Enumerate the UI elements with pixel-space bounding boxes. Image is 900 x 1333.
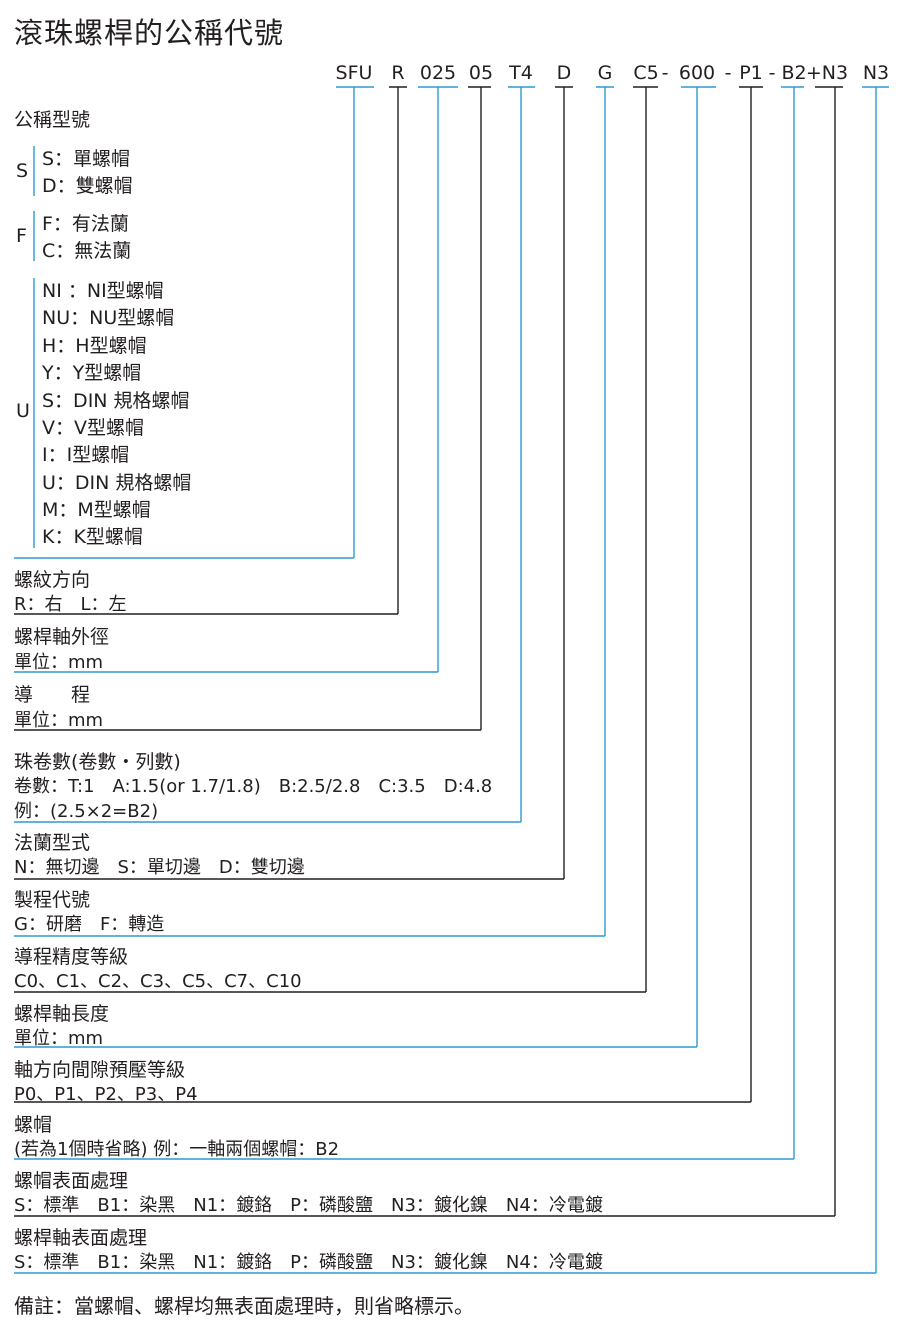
code-part-shaft-length: 600	[678, 62, 716, 84]
section-shaft-diameter-line: 單位：mm	[14, 652, 104, 673]
section-lead-header: 導 程	[14, 684, 91, 706]
section-process-header: 製程代號	[14, 889, 91, 911]
section-lead-line: 單位：mm	[14, 710, 104, 731]
section-ball-turns-example: 例：(2.5×2=B2)	[14, 801, 159, 822]
footnote: 備註：當螺帽、螺桿均無表面處理時，則省略標示。	[14, 1294, 474, 1318]
code-part-process: G	[597, 62, 613, 84]
group-letter-u: U	[16, 400, 30, 422]
code-part-shaft-diameter: 025	[419, 62, 457, 84]
section-nut-count-line: (若為1個時省略) 例：一軸兩個螺帽：B2	[14, 1139, 340, 1160]
section-accuracy-line: C0、C1、C2、C3、C5、C7、C10	[14, 971, 302, 992]
option-nut-type: NU：NU型螺帽	[42, 307, 175, 329]
section-shaft-length-line: 單位：mm	[14, 1028, 104, 1049]
code-part-lead: 05	[468, 62, 494, 84]
option-single-nut: S：單螺帽	[42, 148, 131, 170]
option-nut-type: S：DIN 規格螺帽	[42, 390, 190, 412]
code-part-thread-direction: R	[391, 62, 405, 84]
code-part-nut-count: B2	[781, 62, 807, 84]
option-nut-type: U：DIN 規格螺帽	[42, 472, 192, 494]
section-shaft-length-header: 螺桿軸長度	[14, 1003, 110, 1025]
code-part-preload-grade: P1	[739, 62, 763, 84]
section-thread-direction-header: 螺紋方向	[14, 569, 91, 591]
group-letter-f: F	[16, 225, 27, 247]
section-preload-line: P0、P1、P2、P3、P4	[14, 1084, 198, 1105]
section-nut-surface-line: S：標準 B1：染黑 N1：鍍鉻 P：磷酸鹽 N3：鍍化鎳 N4：冷電鍍	[14, 1195, 603, 1216]
option-nut-type: V：V型螺帽	[42, 417, 144, 439]
option-nut-type: I：I型螺帽	[42, 444, 130, 466]
code-part-nut-surface: +N3	[805, 62, 849, 84]
option-nut-type: K：K型螺帽	[42, 526, 143, 548]
section-process-line: G：研磨 F：轉造	[14, 914, 165, 935]
option-nut-type: Y：Y型螺帽	[42, 362, 142, 384]
option-without-flange: C：無法蘭	[42, 240, 132, 262]
code-dash: -	[768, 62, 776, 84]
section-thread-direction-line: R：右 L：左	[14, 594, 127, 615]
code-part-flange-type: D	[556, 62, 572, 84]
code-part-series: SFU	[335, 62, 373, 84]
section-ball-turns-header: 珠卷數(卷數・列數)	[14, 751, 181, 773]
type-section-header: 公稱型號	[14, 109, 91, 131]
section-flange-type-header: 法蘭型式	[14, 832, 91, 854]
option-nut-type: H：H型螺帽	[42, 335, 147, 357]
section-flange-type-line: N：無切邊 S：單切邊 D：雙切邊	[14, 857, 305, 878]
option-nut-type: NI ：NI型螺帽	[42, 280, 164, 302]
page-title: 滾珠螺桿的公稱代號	[14, 16, 285, 50]
section-accuracy-header: 導程精度等級	[14, 946, 129, 968]
option-nut-type: M：M型螺帽	[42, 499, 151, 521]
code-part-accuracy-grade: C5	[633, 62, 659, 84]
section-shaft-surface-line: S：標準 B1：染黑 N1：鍍鉻 P：磷酸鹽 N3：鍍化鎳 N4：冷電鍍	[14, 1252, 603, 1273]
section-preload-header: 軸方向間隙預壓等級	[14, 1059, 186, 1081]
section-nut-surface-header: 螺帽表面處理	[14, 1170, 129, 1192]
option-double-nut: D：雙螺帽	[42, 175, 133, 197]
code-part-ball-turns: T4	[509, 62, 533, 84]
code-dash: -	[661, 62, 669, 84]
section-shaft-diameter-header: 螺桿軸外徑	[14, 626, 110, 648]
option-with-flange: F：有法蘭	[42, 213, 129, 235]
code-dash: -	[724, 62, 732, 84]
code-part-shaft-surface: N3	[862, 62, 890, 84]
section-ball-turns-line: 卷數：T:1 A:1.5(or 1.7/1.8) B:2.5/2.8 C:3.5…	[14, 776, 493, 797]
section-nut-count-header: 螺帽	[14, 1114, 53, 1136]
group-letter-s: S	[16, 160, 29, 182]
section-shaft-surface-header: 螺桿軸表面處理	[14, 1227, 148, 1249]
